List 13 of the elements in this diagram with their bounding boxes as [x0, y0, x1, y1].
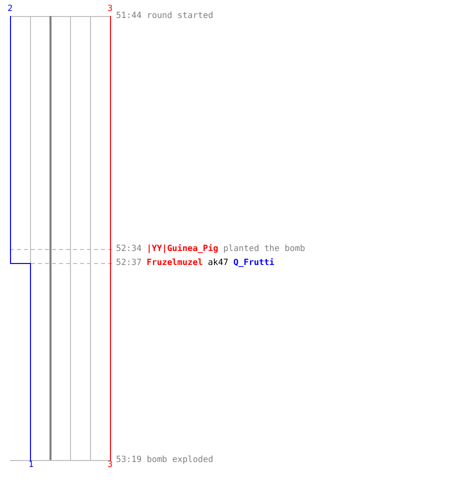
- player-count: 3: [107, 5, 113, 14]
- event-text: 51:44 round started: [116, 11, 214, 21]
- event-text: ak47: [208, 258, 228, 268]
- event-text: 52:34: [116, 244, 142, 254]
- player-count: 2: [7, 5, 13, 14]
- event-text: 52:37: [116, 258, 142, 268]
- event-text: Fruzelmuzel: [146, 258, 203, 268]
- event-text: |YY|Guinea_Pig: [146, 244, 218, 254]
- player-count: 3: [107, 461, 113, 470]
- event-text: Q_Frutti: [233, 258, 274, 268]
- event-text: planted the bomb: [223, 244, 306, 254]
- event-text: 53:19 bomb exploded: [116, 455, 214, 465]
- player-count: 1: [28, 461, 34, 470]
